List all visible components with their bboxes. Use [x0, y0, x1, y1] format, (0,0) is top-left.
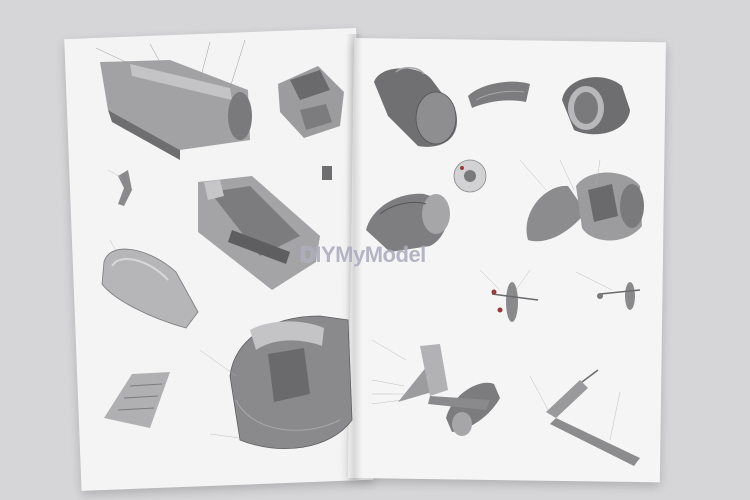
turbine-disk — [453, 159, 487, 193]
curved-panel — [468, 81, 530, 108]
engine-ring — [562, 77, 630, 135]
nose-cone-assembly — [526, 172, 644, 242]
rod-assembly-right — [597, 282, 641, 310]
leader-lines — [107, 159, 621, 441]
watermark-text: DIYMyModel — [300, 242, 426, 267]
small-bracket-part — [118, 170, 132, 206]
intake-duct — [366, 193, 450, 252]
cockpit-tub-lower — [229, 315, 353, 449]
tail-fin-assembly — [398, 344, 500, 436]
mid-fuselage-section — [198, 176, 320, 290]
canopy-part — [101, 248, 199, 329]
landing-gear-arm — [546, 369, 640, 466]
intake-cylinder — [374, 67, 458, 147]
rod-assembly-left — [491, 282, 539, 322]
small-block-part — [322, 166, 332, 180]
cockpit-assembly-top — [95, 39, 252, 160]
seat-module — [278, 66, 344, 138]
floor-plate-part — [104, 372, 170, 428]
